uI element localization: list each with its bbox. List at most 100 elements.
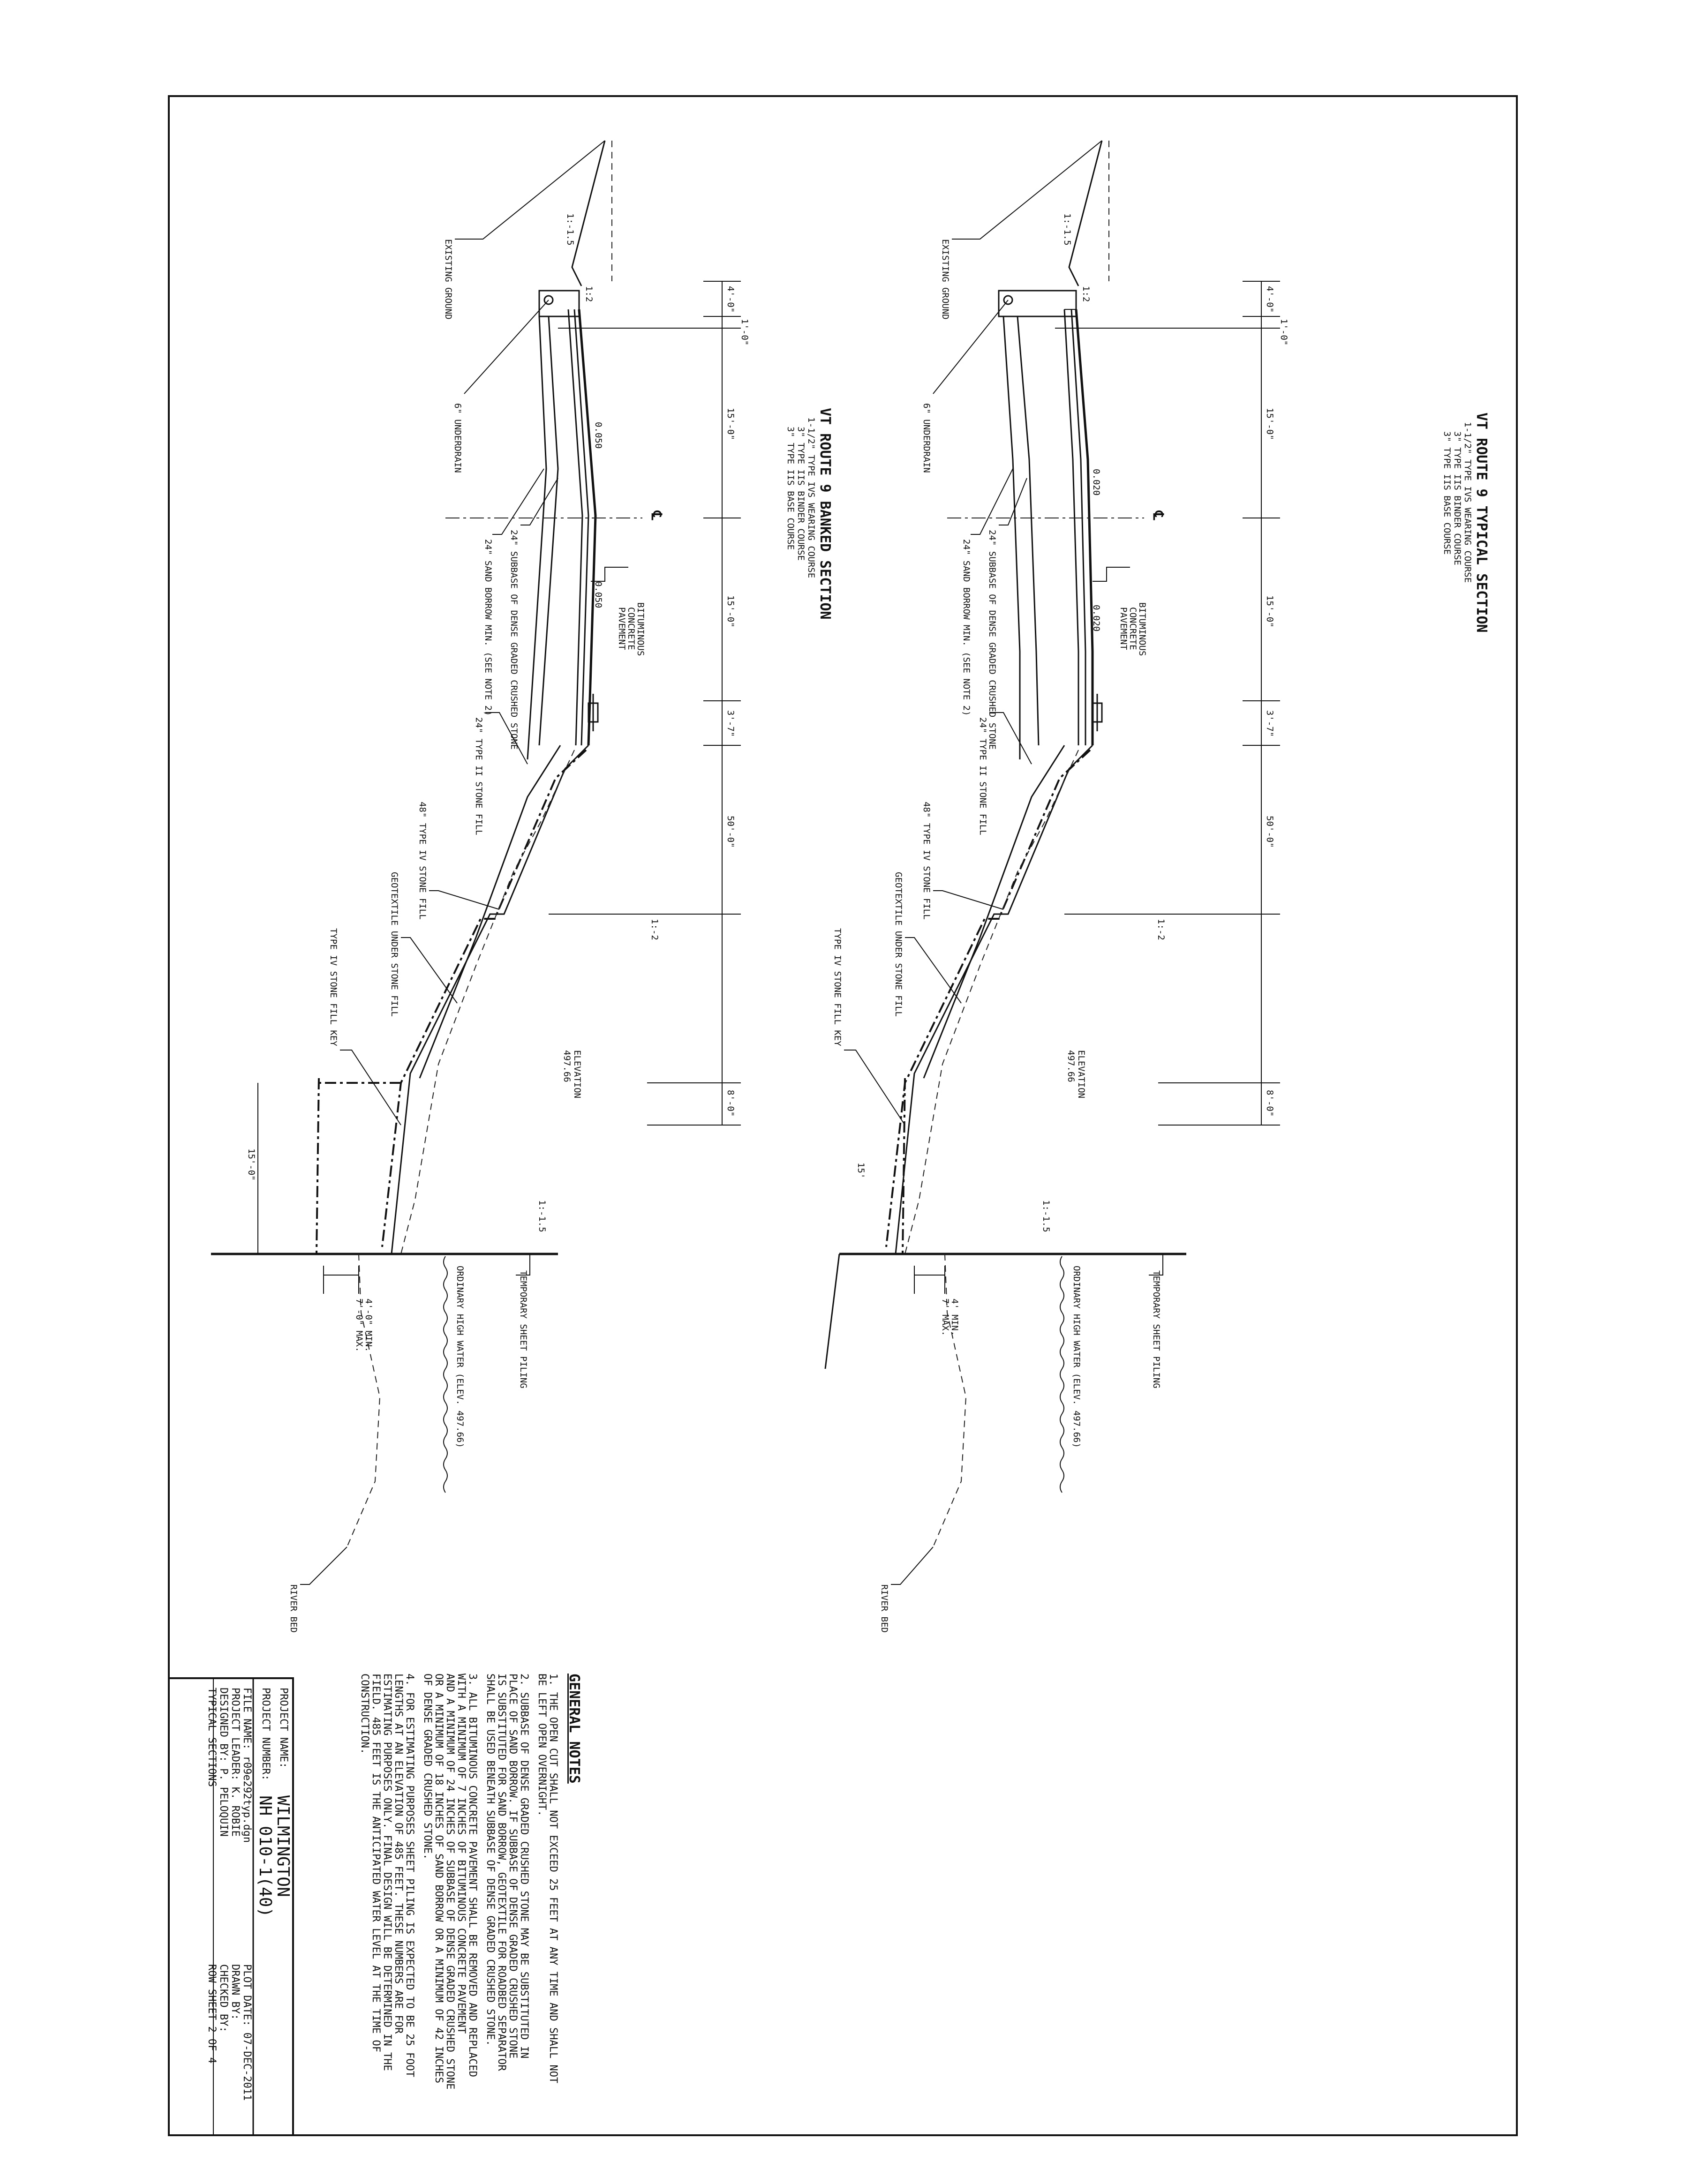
typical-sheet-piling-label: TEMPORARY SHEET PILING (1151, 1270, 1161, 1388)
typical-key-width-min: 4' MIN. (950, 1298, 960, 1336)
banked-dim-6: 50'-0" (725, 816, 736, 848)
typical-section: VT ROUTE 9 TYPICAL SECTION 1-1/2" TYPE I… (824, 140, 1490, 1633)
banked-cross-slope-right: 0.050 (593, 581, 603, 608)
project-name: WILMINGTON (273, 1795, 293, 1897)
banked-bituminous-3: PAVEMENT (617, 607, 627, 650)
banked-underdrain-label: 6" UNDERDRAIN (452, 403, 463, 473)
banked-dim-2: 1'-0" (739, 319, 750, 345)
typical-ordinary-high-water-label: ORDINARY HIGH WATER (ELEV. 497.66) (1071, 1266, 1082, 1448)
piling-left-end (824, 1253, 840, 1369)
note-3-line-3: AND A MINIMUM OF 24 INCHES OF SUBBASE OF… (444, 1674, 456, 2089)
typical-dim-1: 4'-0" (1265, 286, 1275, 313)
typical-dim-6: 50'-0" (1265, 816, 1275, 848)
banked-key-width-min: 4'-0" MIN. (363, 1298, 374, 1352)
note-4-line-4: FIELD. 485 FEET IS THE ANTICIPATED WATER… (370, 1674, 382, 2052)
banked-centerline-symbol: ℄ (648, 510, 664, 520)
banked-section: VT ROUTE 9 BANKED SECTION 1-1/2" TYPE IV… (211, 140, 833, 1633)
banked-slope-mid: 1:-2 (649, 919, 660, 940)
geotextile-line (885, 749, 1091, 1247)
banked-elevation-1: ELEVATION (572, 1050, 582, 1098)
typical-slope-mid: 1:-2 (1156, 919, 1166, 940)
banked-layer-3: 3" TYPE IIS BASE COURSE (785, 427, 796, 550)
typical-elevation-1: ELEVATION (1076, 1050, 1086, 1098)
typical-dim-7: 8'-0" (1265, 1090, 1275, 1117)
banked-bituminous-2: CONCRETE (626, 607, 636, 650)
existing-slope-dashed (904, 750, 1079, 1254)
typical-existing-ground-label: EXISTING GROUND (940, 239, 950, 320)
typical-bituminous-3: PAVEMENT (1118, 607, 1129, 650)
note-2-line-4: SHALL BE USED BENEATH SUBBASE OF DENSE G… (484, 1674, 496, 2046)
banked-dim-5: 3'-7" (725, 710, 736, 737)
pavement-surface (1075, 309, 1094, 745)
banked-stone-fill-48-label: 48" TYPE IV STONE FILL (417, 802, 428, 920)
typical-dim-3: 15'-0" (1265, 408, 1275, 440)
plot-date: PLOT DATE: 07-DEC-2011 (241, 1964, 253, 2101)
project-leader: PROJECT LEADER: K. ROBIE (229, 1688, 241, 1837)
embankment-inner (923, 745, 1065, 1079)
typical-geotextile-label: GEOTEXTILE UNDER STONE FILL (893, 872, 904, 1017)
project-number-label: PROJECT NUMBER: (260, 1688, 271, 1781)
project-number: NH 010-1(40) (256, 1795, 275, 1917)
underdrain-box (998, 290, 1077, 317)
banked-slope-toe: 1:-1.5 (537, 1200, 547, 1232)
typical-stone-fill-24-label: 24" TYPE II STONE FILL (978, 717, 988, 835)
sheet-border (168, 95, 1518, 2136)
banked-key-width-max: 7'-0" MAX. (354, 1298, 364, 1352)
banked-key-depth: 15'-0" (246, 1148, 256, 1181)
banked-ordinary-high-water-label: ORDINARY HIGH WATER (ELEV. 497.66) (455, 1266, 465, 1448)
file-name: FILE NAME: r09e292typ.dgn (241, 1688, 253, 1843)
typical-elevation-2: 497.66 (1066, 1050, 1076, 1082)
existing-ground-leader (952, 140, 1102, 240)
banked-sheet-piling-label: TEMPORARY SHEET PILING (518, 1270, 528, 1388)
typical-river-bed-label: RIVER BED (879, 1584, 889, 1633)
banked-river-bed-label: RIVER BED (288, 1584, 299, 1633)
typical-cross-slope-left: 0.020 (1091, 469, 1101, 495)
typical-underdrain-label: 6" UNDERDRAIN (921, 403, 932, 473)
typical-dim-2: 1'-0" (1279, 319, 1289, 345)
banked-dim-1: 4'-0" (725, 286, 736, 313)
banked-subbase-label: 24" SUBBASE OF DENSE GRADED CRUSHED STON… (509, 530, 519, 750)
note-3-line-5: OF DENSE GRADED CRUSHED STONE. (422, 1674, 433, 1860)
note-1-line-2: BE LEFT OPEN OVERNIGHT. (536, 1674, 548, 1816)
underdrain-pipe (1003, 295, 1013, 305)
note-2-line-1: 2. SUBBASE OF DENSE GRADED CRUSHED STONE… (518, 1674, 530, 2058)
typical-layer-3: 3" TYPE IIS BASE COURSE (1442, 431, 1452, 555)
banked-elevation-2: 497.66 (562, 1050, 572, 1082)
banked-existing-ground-label: EXISTING GROUND (443, 239, 453, 320)
note-3-line-2: WITH A MINIMUM OF 7 INCHES OF BITUMINOUS… (455, 1674, 467, 2034)
banked-dim-3: 15'-0" (725, 408, 736, 440)
typical-stone-fill-key-label: TYPE IV STONE FILL KEY (832, 928, 843, 1046)
typical-sand-borrow-label: 24" SAND BORROW MIN. (SEE NOTE 2) (961, 539, 972, 716)
typical-slope-shoulder: 1:2 (1081, 286, 1091, 302)
typical-slope-top: 1:-1.5 (1062, 213, 1072, 246)
banked-bituminous-1: BITUMINOUS (635, 602, 646, 656)
stone-fill-key (901, 1078, 938, 1255)
designed-by: DESIGNED BY: P. PELOQUIN (218, 1688, 229, 1837)
typical-bituminous-2: CONCRETE (1128, 607, 1138, 650)
project-name-label: PROJECT NAME: (278, 1688, 289, 1768)
typical-stone-fill-48-label: 48" TYPE IV STONE FILL (921, 802, 932, 920)
note-2-line-2: PLACE OF SAND BORROW. IF SUBBASE OF DENS… (507, 1674, 519, 2058)
note-1-line-1: 1. THE OPEN CUT SHALL NOT EXCEED 25 FEET… (547, 1674, 559, 2083)
typical-centerline-symbol: ℄ (1150, 510, 1166, 520)
banked-stone-fill-key-label: TYPE IV STONE FILL KEY (328, 928, 339, 1046)
existing-ground-line (1068, 140, 1103, 286)
typical-bituminous-1: BITUMINOUS (1137, 602, 1147, 656)
note-3-line-4: OR A MINIMUM OF 18 INCHES OF SAND BORROW… (433, 1674, 445, 2083)
note-4-line-5: CONSTRUCTION. (359, 1674, 370, 1754)
typical-key-width-max: 7' MAX. (940, 1298, 950, 1336)
sheet-title: TYPICAL SECTIONS (206, 1688, 218, 1787)
title-block: PROJECT NAME: WILMINGTON PROJECT NUMBER:… (168, 1677, 294, 2136)
typical-key-depth: 15' (856, 1163, 866, 1178)
typical-dim-4: 15'-0" (1265, 595, 1275, 628)
banked-dim-4: 15'-0" (725, 595, 736, 628)
general-notes-heading: GENERAL NOTES (566, 1674, 582, 1784)
note-4-line-3: ESTIMATING PURPOSES ONLY. FINAL DESIGN W… (381, 1674, 393, 2071)
ordinary-high-water-wave (1060, 1256, 1064, 1493)
banked-layer-1: 1-1/2" TYPE IVS WEARING COURSE (806, 417, 816, 578)
row-sheet: ROW SHEET 2 OF 4 (206, 1964, 218, 2064)
typical-section-title: VT ROUTE 9 TYPICAL SECTION (1473, 413, 1490, 633)
general-notes: GENERAL NOTES 1. THE OPEN CUT SHALL NOT … (359, 1674, 582, 2089)
banked-sand-borrow-label: 24" SAND BORROW MIN. (SEE NOTE 2) (483, 539, 493, 716)
